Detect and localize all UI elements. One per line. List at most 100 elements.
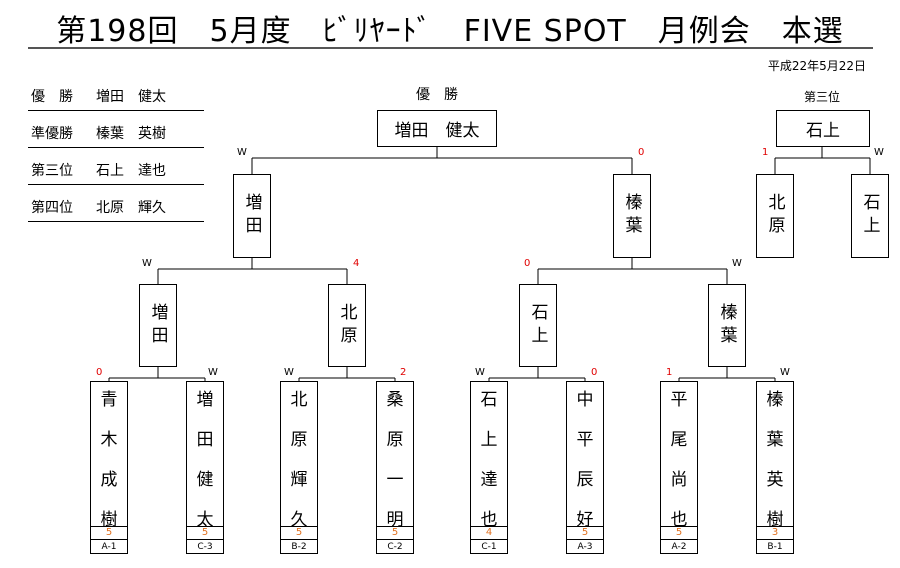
match-tag: 0	[591, 367, 598, 378]
name-char: 樹	[766, 510, 784, 530]
player-card: 平 尾 尚 也 5 A-2	[660, 381, 698, 554]
name-char: 一	[386, 470, 404, 490]
title-underline	[28, 47, 873, 49]
name-char: 成	[100, 470, 118, 490]
quarterfinal-box: 榛葉	[708, 284, 746, 367]
player-card: 北 原 輝 久 5 B-2	[280, 381, 318, 554]
champion-label: 優 勝	[416, 87, 458, 103]
name-char: 辰	[576, 470, 594, 490]
seed-code: B-1	[757, 539, 793, 555]
result-row-4: 第四位 北原 輝久	[28, 199, 204, 222]
frame-score: 3	[757, 526, 793, 540]
quarterfinal-box: 石上	[519, 284, 557, 367]
player-card: 中 平 辰 好 5 A-3	[566, 381, 604, 554]
seed-code: C-2	[377, 539, 413, 555]
match-tag: 0	[96, 367, 103, 378]
player-name: 桑 原 一 明	[377, 390, 413, 530]
result-row-2: 準優勝 榛葉 英樹	[28, 125, 204, 148]
name-char: 健	[196, 470, 214, 490]
match-tag: W	[208, 367, 218, 378]
seed-code: B-2	[281, 539, 317, 555]
name-char: 平	[576, 430, 594, 450]
champion-box: 増田 健太	[377, 110, 497, 147]
player-card: 榛 葉 英 樹 3 B-1	[756, 381, 794, 554]
name-char: 青	[100, 390, 118, 410]
frame-score: 5	[377, 526, 413, 540]
match-tag: W	[732, 258, 742, 269]
player-card: 石 上 達 也 4 C-1	[470, 381, 508, 554]
result-name: 榛葉 英樹	[96, 126, 166, 142]
semifinal-left-box: 増田	[233, 174, 271, 258]
name-char: 太	[196, 510, 214, 530]
third-match-left-box: 北原	[756, 174, 794, 258]
name-char: 上	[480, 430, 498, 450]
name-char: 原	[386, 430, 404, 450]
name-char: 明	[386, 510, 404, 530]
result-rank: 第三位	[31, 163, 73, 179]
name-char: 也	[480, 510, 498, 530]
player-name: 北 原 輝 久	[281, 390, 317, 530]
name-char: 也	[670, 510, 688, 530]
result-row-3: 第三位 石上 達也	[28, 162, 204, 185]
seed-code: C-1	[471, 539, 507, 555]
name-char: 輝	[290, 470, 308, 490]
match-tag: 0	[638, 147, 645, 158]
quarterfinal-box: 増田	[139, 284, 177, 367]
player-card: 桑 原 一 明 5 C-2	[376, 381, 414, 554]
frame-score: 5	[91, 526, 127, 540]
name-char: 英	[766, 470, 784, 490]
seed-code: A-2	[661, 539, 697, 555]
name-char: 久	[290, 510, 308, 530]
name-char: 榛	[766, 390, 784, 410]
seed-code: C-3	[187, 539, 223, 555]
name-char: 原	[290, 430, 308, 450]
page-title: 第198回 5月度 ﾋﾞﾘﾔｰﾄﾞ FIVE SPOT 月例会 本選	[56, 14, 844, 49]
seed-code: A-1	[91, 539, 127, 555]
name-char: 葉	[766, 430, 784, 450]
name-char: 尚	[670, 470, 688, 490]
name-char: 木	[100, 430, 118, 450]
match-tag: W	[284, 367, 294, 378]
match-tag: W	[874, 147, 884, 158]
result-rank: 第四位	[31, 200, 73, 216]
frame-score: 5	[661, 526, 697, 540]
player-name: 中 平 辰 好	[567, 390, 603, 530]
name-char: 平	[670, 390, 688, 410]
player-card: 青 木 成 樹 5 A-1	[90, 381, 128, 554]
result-rank: 優 勝	[31, 89, 73, 105]
name-char: 尾	[670, 430, 688, 450]
name-char: 石	[480, 390, 498, 410]
frame-score: 4	[471, 526, 507, 540]
match-tag: 0	[524, 258, 531, 269]
player-name: 榛 葉 英 樹	[757, 390, 793, 530]
match-tag: 1	[762, 147, 769, 158]
name-char: 北	[290, 390, 308, 410]
third-match-right-box: 石上	[851, 174, 889, 258]
match-tag: W	[142, 258, 152, 269]
semifinal-right-box: 榛葉	[613, 174, 651, 258]
name-char: 増	[196, 390, 214, 410]
match-tag: 2	[400, 367, 407, 378]
name-char: 達	[480, 470, 498, 490]
result-name: 北原 輝久	[96, 200, 166, 216]
match-tag: W	[780, 367, 790, 378]
frame-score: 5	[281, 526, 317, 540]
third-place-box: 石上	[776, 110, 870, 147]
name-char: 中	[576, 390, 594, 410]
match-tag: W	[475, 367, 485, 378]
player-card: 増 田 健 太 5 C-3	[186, 381, 224, 554]
match-tag: W	[237, 147, 247, 158]
name-char: 桑	[386, 390, 404, 410]
match-tag: 4	[353, 258, 360, 269]
result-name: 増田 健太	[96, 89, 166, 105]
match-tag: 1	[666, 367, 673, 378]
quarterfinal-box: 北原	[328, 284, 366, 367]
result-rank: 準優勝	[31, 126, 73, 142]
name-char: 好	[576, 510, 594, 530]
result-name: 石上 達也	[96, 163, 166, 179]
frame-score: 5	[187, 526, 223, 540]
player-name: 青 木 成 樹	[91, 390, 127, 530]
event-date: 平成22年5月22日	[767, 59, 866, 73]
name-char: 田	[196, 430, 214, 450]
